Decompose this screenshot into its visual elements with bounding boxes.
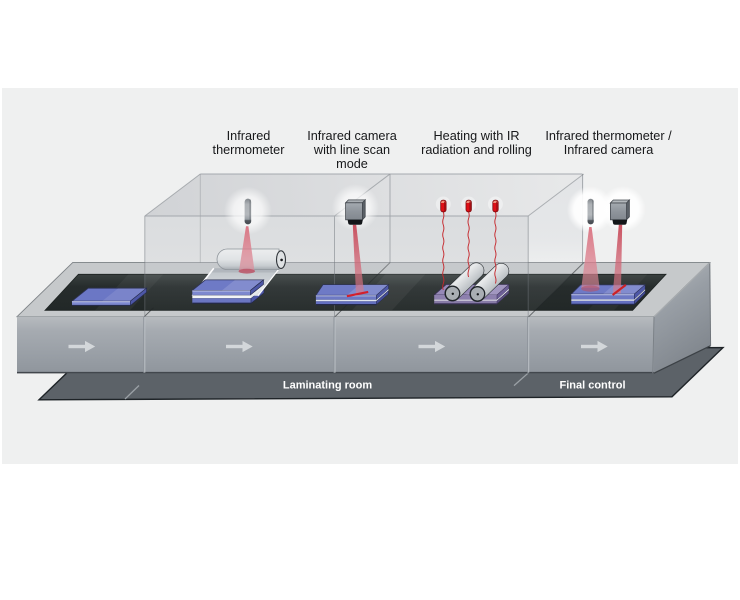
svg-text:Laminating room: Laminating room [283,379,372,391]
svg-text:Final control: Final control [560,379,626,391]
